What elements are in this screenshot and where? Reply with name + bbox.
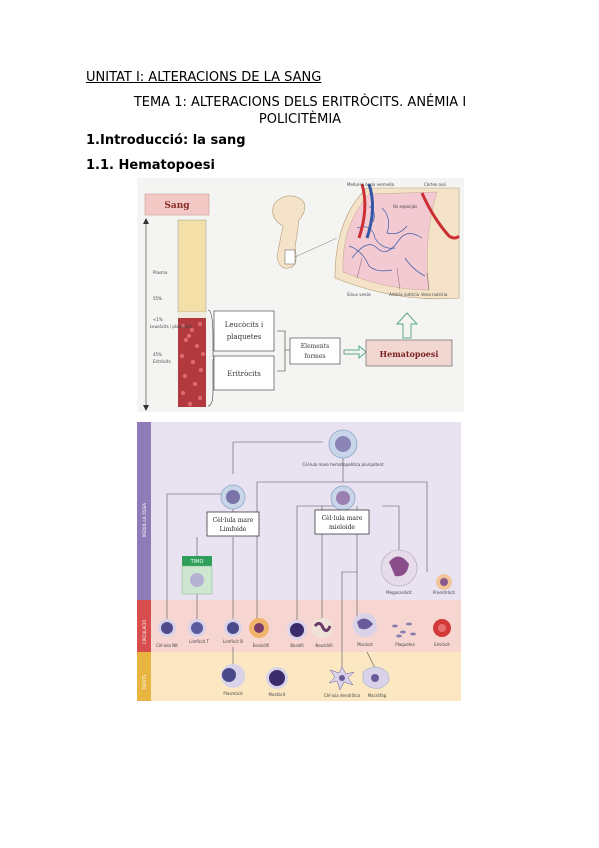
red-marrow-label: Medul·la òssia vermella bbox=[347, 182, 395, 187]
hematopoesi-box bbox=[365, 339, 453, 367]
elements-box-label: Elements bbox=[301, 343, 329, 350]
percent-45: 45% bbox=[153, 352, 162, 357]
neutrophil-label: Neutròfil bbox=[315, 643, 332, 648]
unit-title: UNITAT I: ALTERACIONS DE LA SANG bbox=[86, 70, 322, 85]
erythrocyte-label: Eritròcit bbox=[434, 642, 450, 647]
eosinophil-label: Eosinòfil bbox=[253, 643, 270, 648]
blood-composition-figure: Sang 55% Plasma <1% Leucòcits i plaquete… bbox=[137, 178, 464, 412]
dendritic-cell bbox=[328, 666, 355, 691]
tissue-band bbox=[137, 652, 151, 701]
proerythrocyte-cell bbox=[436, 574, 452, 590]
svg-text:Limfoide: Limfoide bbox=[220, 526, 247, 533]
erythrocyte bbox=[433, 619, 451, 637]
tissue-region bbox=[137, 652, 461, 701]
basophil-label: Basòfil bbox=[290, 643, 303, 648]
section-heading-hematopoesi: 1.1. Hematopoesi bbox=[86, 158, 215, 173]
nutrient-artery-label: Artèria nutrícia bbox=[389, 292, 420, 297]
thymus-label: TIMO bbox=[190, 559, 204, 565]
nk-cell-label: Cèl·lula NK bbox=[156, 643, 178, 648]
lymphoid-box bbox=[206, 511, 260, 537]
nutrient-vein-label: Vena nutrícia bbox=[421, 292, 448, 297]
mast-cell-label: Mastòcit bbox=[269, 692, 286, 697]
stem-cell-label: Cèl·lula mare hematopoètica pluripotent bbox=[302, 462, 384, 467]
bone-marrow-section bbox=[334, 183, 461, 300]
plasma-layer bbox=[177, 219, 207, 313]
neutrophil bbox=[312, 618, 332, 638]
thymus-badge bbox=[182, 556, 212, 566]
band-label-marrow: MEDUL·LA ÒSSIA bbox=[142, 503, 147, 537]
percent-lt1: <1% bbox=[153, 317, 163, 322]
leukocytes-caption: Leucòcits i plaquetes bbox=[150, 324, 192, 329]
rbc-caption: Eritròcits bbox=[153, 359, 171, 364]
section-heading-intro: 1.Introducció: la sang bbox=[86, 133, 246, 148]
monocyte-label: Monòcit bbox=[357, 642, 373, 647]
myeloid-box bbox=[314, 509, 370, 535]
plasma-cell-label: Plasmòcit bbox=[223, 691, 243, 696]
macrophage bbox=[362, 666, 390, 689]
trabecular-bone-label: Os esponjós bbox=[393, 204, 417, 209]
svg-text:Cèl·lula mare: Cèl·lula mare bbox=[213, 517, 254, 524]
elements-box bbox=[289, 337, 341, 365]
hematopoiesis-tree-figure: MEDUL·LA ÒSSIA CIRCULACIÓ TEIXITS Cèl·lu… bbox=[137, 422, 461, 701]
arrow-up-icon bbox=[395, 312, 419, 339]
monocyte bbox=[353, 613, 377, 637]
megakaryocyte-cell bbox=[380, 549, 418, 587]
marrow-band bbox=[137, 422, 151, 600]
svg-text:plaquetes: plaquetes bbox=[227, 333, 262, 341]
circulation-band bbox=[137, 600, 151, 652]
femur-illustration bbox=[272, 195, 338, 269]
svg-text:Cèl·lula mare: Cèl·lula mare bbox=[322, 515, 363, 522]
rbc-box bbox=[213, 355, 275, 391]
buffy-coat-layer bbox=[178, 312, 206, 318]
leukocytes-box bbox=[213, 310, 275, 352]
band-label-circulation: CIRCULACIÓ bbox=[142, 620, 147, 644]
mast-cell bbox=[266, 667, 288, 689]
venous-sinus-label: Sinus venós bbox=[347, 292, 371, 297]
b-lymphocyte-label: Limfòcit B bbox=[223, 639, 243, 644]
platelets-label: Plaquetes bbox=[395, 642, 415, 647]
percent-55: 55% bbox=[153, 296, 162, 301]
basophil bbox=[287, 620, 307, 640]
leukocytes-box-label: Leucòcits i bbox=[225, 321, 264, 329]
rbc-box-label: Eritròcits bbox=[227, 370, 261, 378]
plasma-cell bbox=[221, 664, 245, 688]
b-lymphocyte bbox=[224, 619, 242, 637]
proerythrocyte-label: Proeritròcit bbox=[433, 590, 455, 595]
dendritic-cell-label: Cèl·lula dendrítica bbox=[324, 693, 361, 698]
eosinophil bbox=[249, 618, 269, 638]
sang-label: Sang bbox=[164, 201, 190, 211]
arrow-to-hematopoesi bbox=[343, 344, 367, 360]
svg-text:formes: formes bbox=[304, 353, 325, 360]
band-label-tissue: TEIXITS bbox=[142, 674, 147, 691]
megakaryocyte-label: Megacariòcit bbox=[386, 590, 412, 595]
nk-cell bbox=[158, 619, 176, 637]
macrophage-label: Macròfag bbox=[368, 693, 387, 698]
cortical-bone-label: Còrtex ossi bbox=[424, 182, 446, 187]
platelets bbox=[392, 622, 416, 638]
t-lymphocyte-label: Limfòcit T bbox=[189, 639, 209, 644]
sang-header-box bbox=[144, 193, 210, 216]
svg-text:mieloide: mieloide bbox=[329, 524, 355, 531]
topic-title: TEMA 1: ALTERACIONS DELS ERITRÒCITS. ANÉ… bbox=[133, 95, 467, 127]
plasma-caption: Plasma bbox=[153, 270, 168, 275]
t-lymphocyte bbox=[188, 619, 206, 637]
hematopoesi-box-label: Hematopoesi bbox=[380, 349, 439, 359]
